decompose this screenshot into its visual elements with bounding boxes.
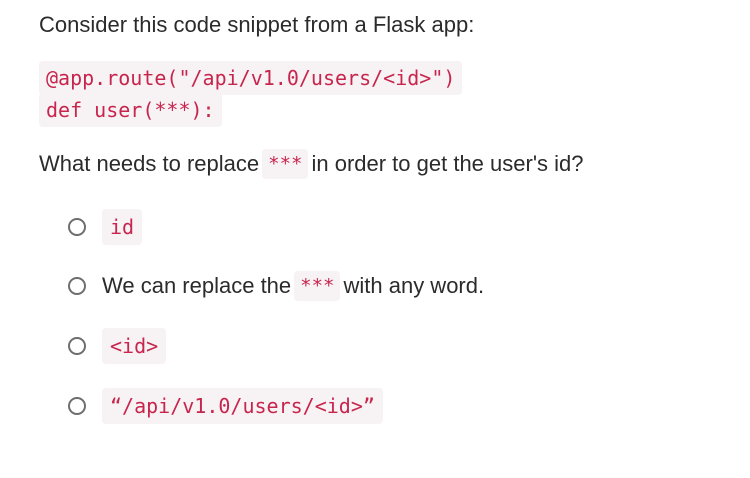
option-3[interactable]: <id> bbox=[68, 328, 167, 364]
intro-text: Consider this code snippet from a Flask … bbox=[39, 12, 475, 37]
question-after: in order to get the user's id? bbox=[311, 151, 584, 176]
radio-button[interactable] bbox=[68, 277, 86, 295]
option-2-label: We can replace the***with any word. bbox=[102, 268, 484, 304]
radio-button[interactable] bbox=[68, 337, 86, 355]
option-4-code: “/api/v1.0/users/<id>” bbox=[102, 388, 383, 424]
option-4[interactable]: “/api/v1.0/users/<id>” bbox=[68, 388, 383, 424]
code-line-2: def user(***): bbox=[39, 93, 222, 127]
question-code: *** bbox=[262, 149, 309, 179]
radio-button[interactable] bbox=[68, 218, 86, 236]
option-1-code: id bbox=[102, 209, 143, 245]
option-2-code: *** bbox=[294, 271, 341, 301]
option-2-before: We can replace the bbox=[102, 273, 292, 298]
option-2[interactable]: We can replace the***with any word. bbox=[68, 268, 484, 304]
option-1[interactable]: id bbox=[68, 209, 143, 245]
code-line-1: @app.route("/api/v1.0/users/<id>") bbox=[39, 61, 463, 95]
question-before: What needs to replace bbox=[39, 151, 260, 176]
option-3-code: <id> bbox=[102, 328, 167, 364]
radio-button[interactable] bbox=[68, 397, 86, 415]
question-text: What needs to replace***in order to get … bbox=[39, 147, 584, 181]
option-2-after: with any word. bbox=[343, 273, 485, 298]
